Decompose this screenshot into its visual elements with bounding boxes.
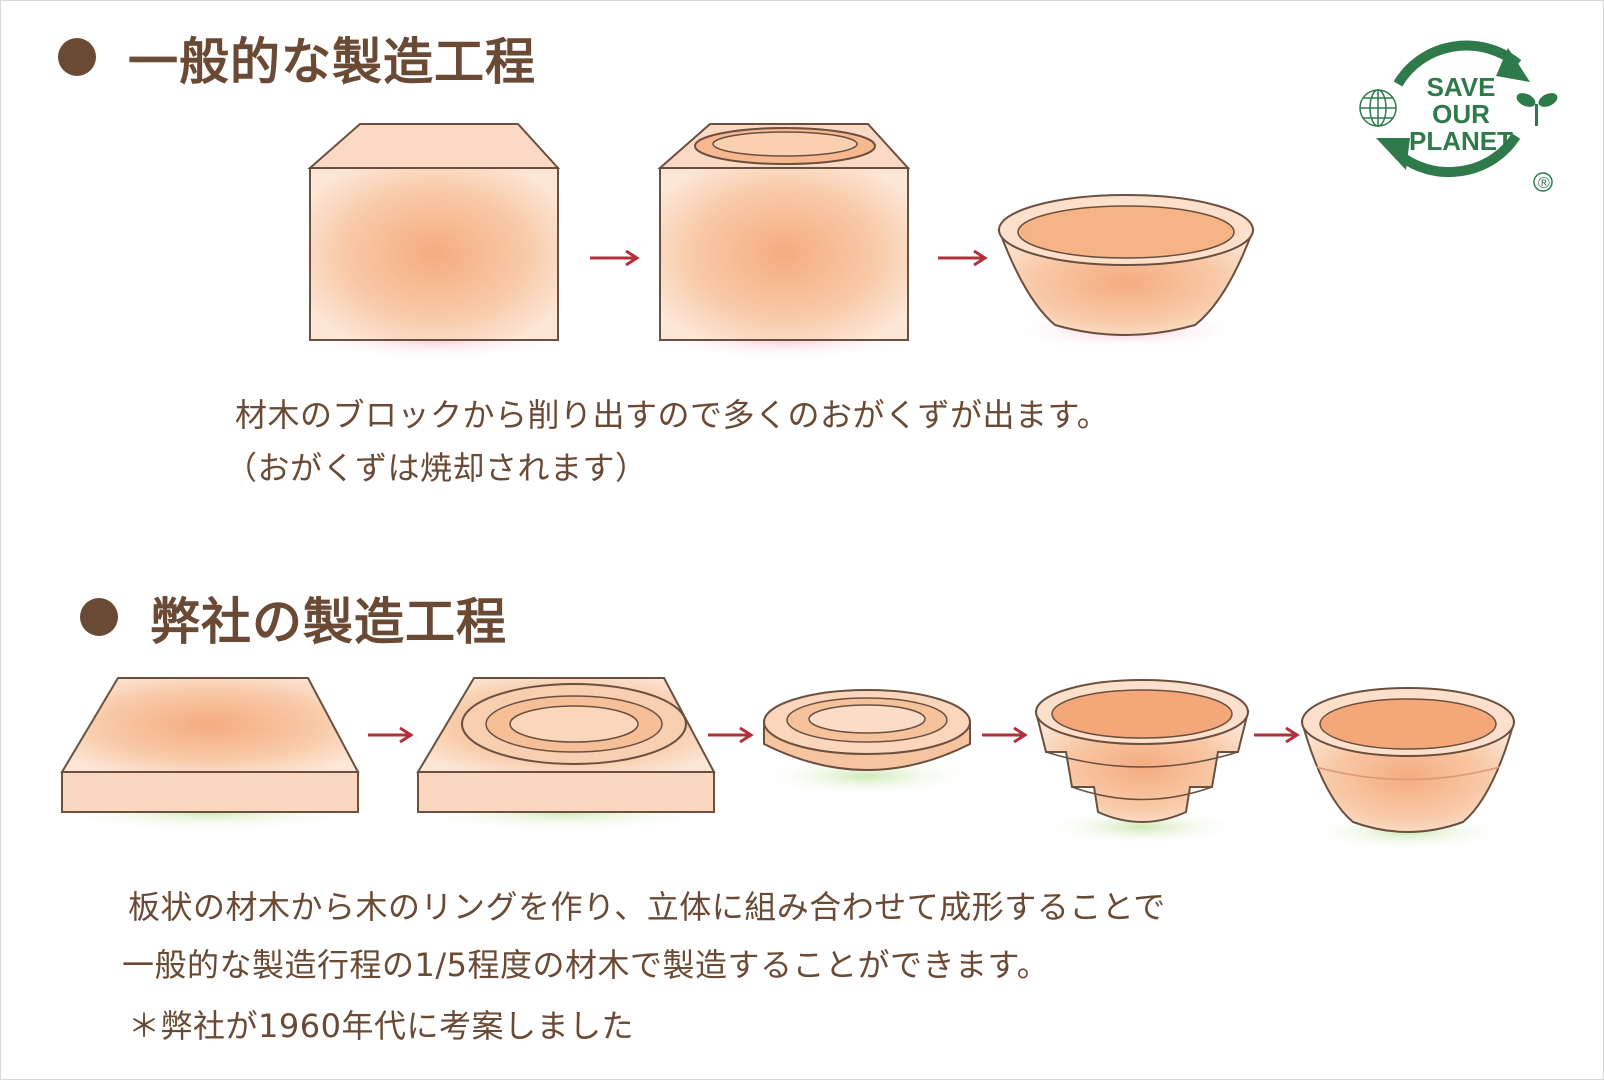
wood-rings-illustration <box>757 689 977 796</box>
arrow-icon <box>938 249 988 267</box>
stacked-rings-illustration <box>1034 679 1250 845</box>
wood-plank-illustration <box>53 677 363 832</box>
arrow-icon <box>708 726 754 744</box>
plank-with-rings-illustration <box>409 677 719 832</box>
finished-bowl-illustration <box>1300 687 1516 850</box>
heading-bullet <box>80 598 118 636</box>
our-process-footnote: ＊弊社が1960年代に考案しました <box>128 1007 634 1045</box>
general-process-heading: 一般的な製造工程 <box>128 33 536 91</box>
our-process-description-line1: 板状の材木から木のリングを作り、立体に組み合わせて成形することで <box>128 888 1166 926</box>
carved-block-illustration <box>645 123 925 360</box>
registered-mark: ® <box>1538 175 1550 192</box>
arrow-icon <box>368 726 414 744</box>
our-process-description-line2: 一般的な製造行程の1/5程度の材木で製造することができます。 <box>122 946 1050 984</box>
arrow-icon <box>1254 726 1300 744</box>
sprout-icon <box>1516 93 1558 126</box>
wood-block-illustration <box>295 123 575 360</box>
arrow-icon <box>982 726 1028 744</box>
globe-icon <box>1359 89 1397 127</box>
general-process-note: （おがくずは焼却されます） <box>225 449 648 487</box>
bowl-illustration <box>997 194 1255 350</box>
heading-bullet <box>58 38 96 76</box>
our-process-heading: 弊社の製造工程 <box>150 593 507 651</box>
arrow-icon <box>590 249 640 267</box>
general-process-description: 材木のブロックから削り出すので多くのおがくずが出ます。 <box>235 396 1110 434</box>
recycle-arrows-icon: ® <box>1359 40 1558 192</box>
